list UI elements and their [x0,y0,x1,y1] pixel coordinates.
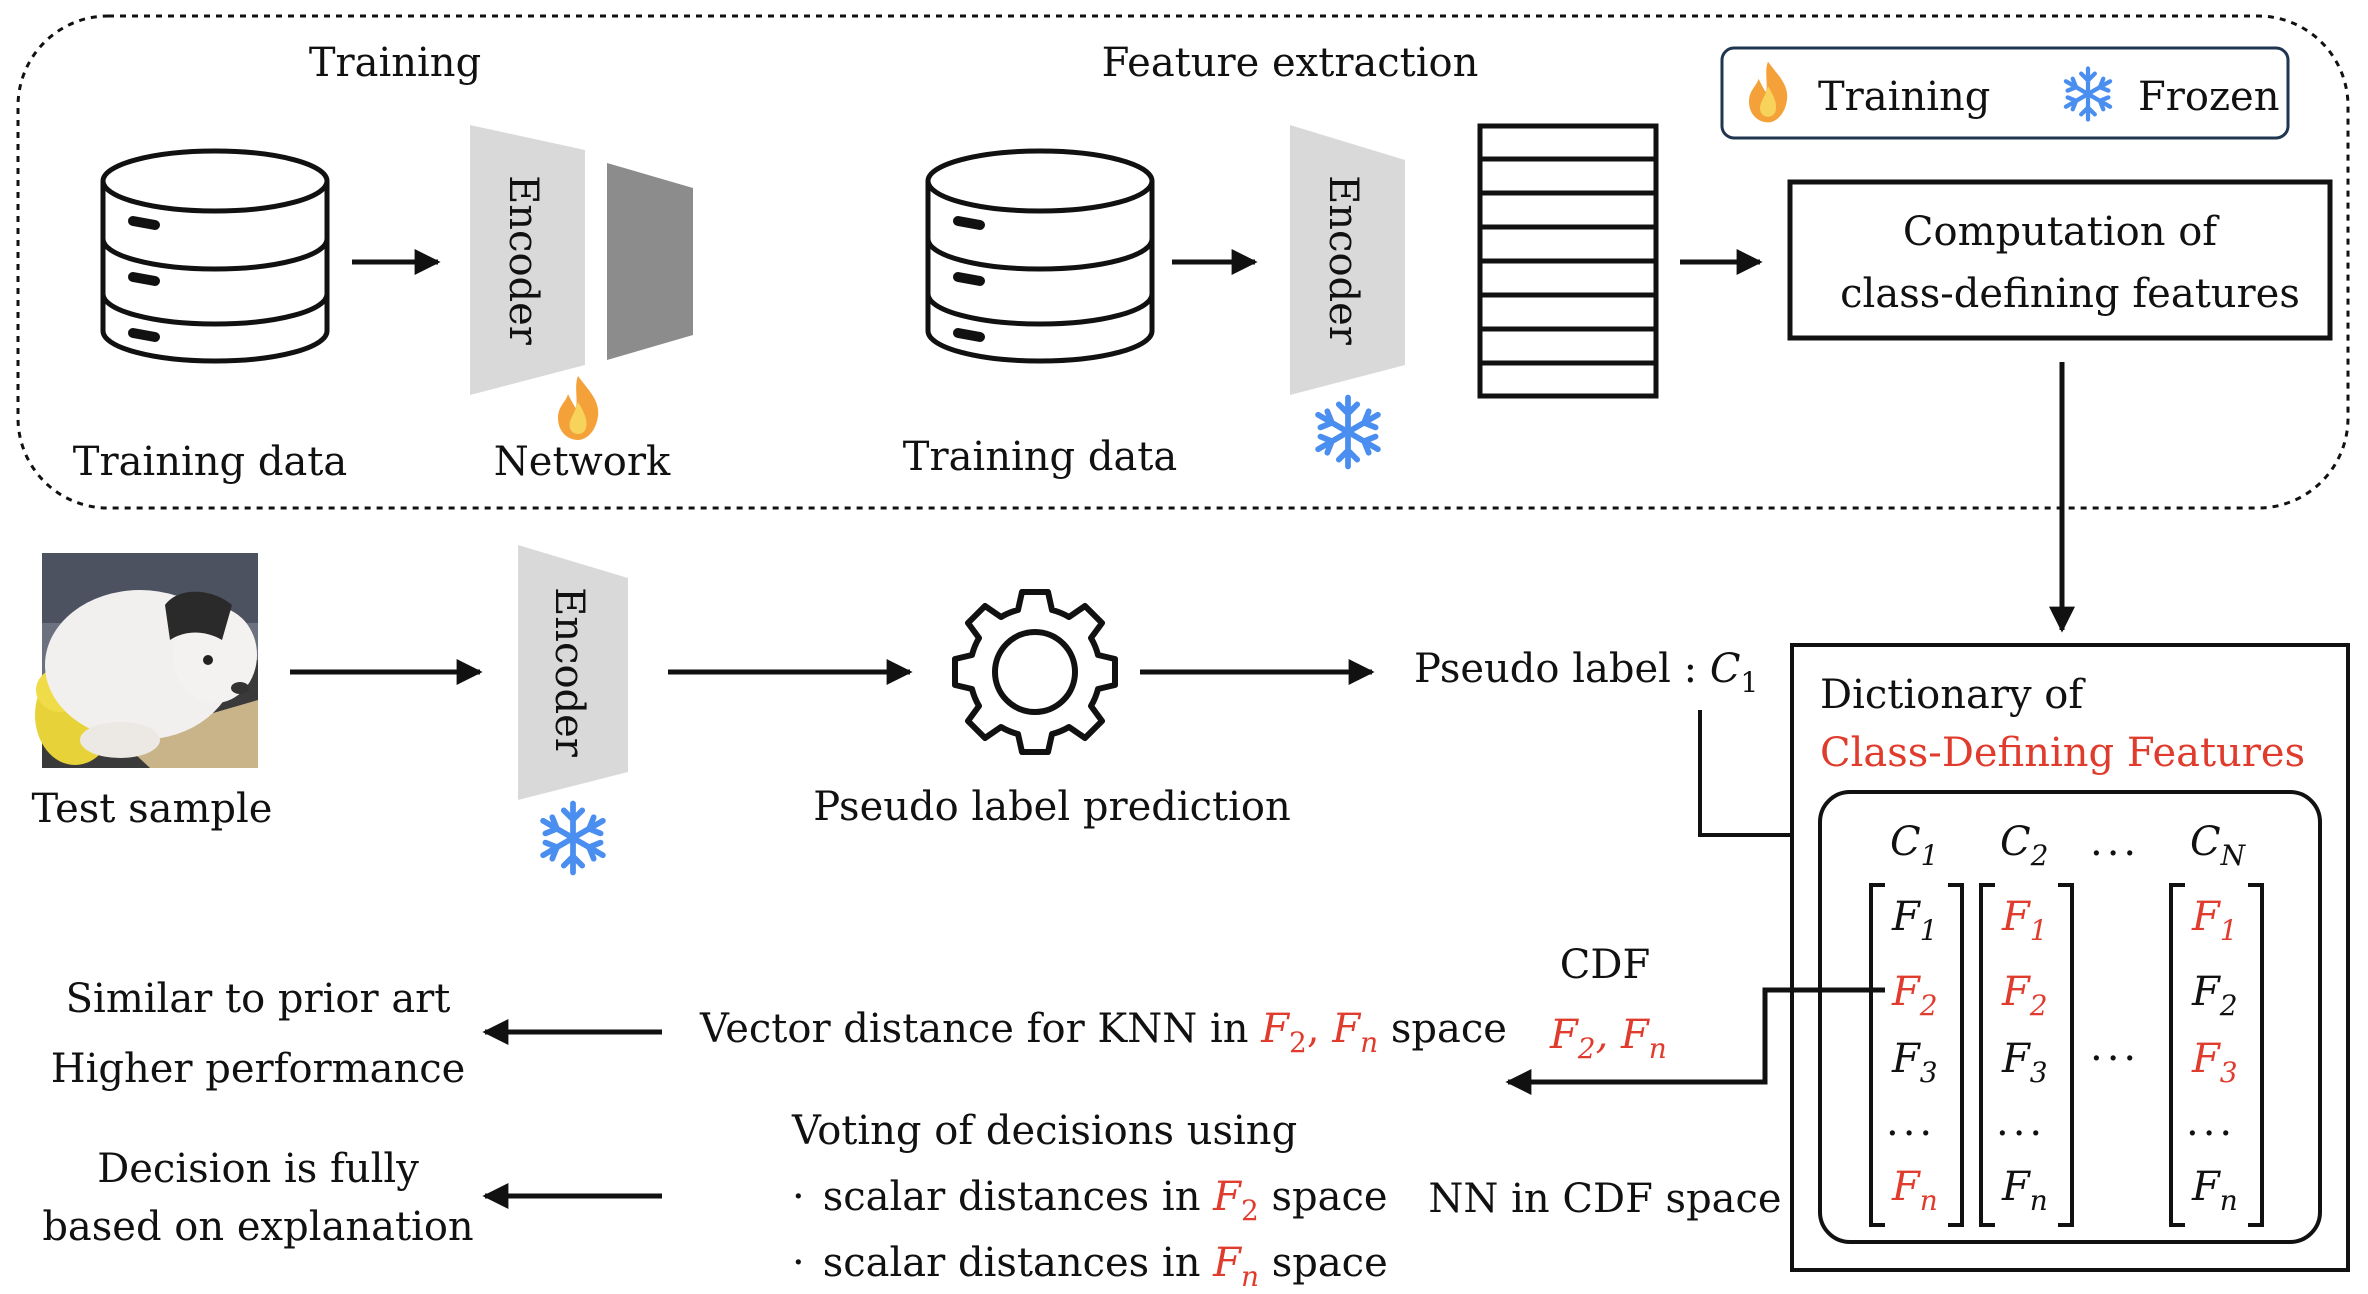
cdf-features-label: F2, Fn [1549,1012,1667,1065]
classifier-head-shape [607,163,693,360]
cn-f1: F1 [2191,894,2238,947]
feature-encoder-label: Encoder [1320,175,1366,346]
training-encoder-shape [470,125,585,395]
cn-dots: ... [2186,1099,2236,1145]
legend-frozen-label: Frozen [2138,74,2279,120]
cn-f2: F2 [2191,969,2238,1022]
higher-label: Higher performance [51,1046,466,1092]
test-encoder-shape [518,545,628,800]
c2-dots: ... [1996,1099,2046,1145]
network-label: Network [494,439,671,485]
training-region-border [16,14,2350,510]
computation-line1: Computation of [1903,209,2220,255]
legend-training-label: Training [1818,74,1990,120]
training-encoder-label: Encoder [500,175,546,346]
test-sample-label: Test sample [32,786,273,832]
pseudo-label-prediction-label: Pseudo label prediction [813,784,1291,830]
computation-box [1787,179,2333,341]
header-c2: C2 [2000,819,2048,872]
header-cn: CN [2190,819,2247,872]
c1-f1: F1 [1891,894,1938,947]
similar-label: Similar to prior art [66,976,451,1022]
c2-f1: F1 [2001,894,2048,947]
snowflake-icon [543,804,603,873]
voting-label: Voting of decisions using [791,1108,1297,1154]
c1-fn: Fn [1891,1164,1938,1217]
test-encoder-label: Encoder [546,587,592,758]
nn-cdf-label: NN in CDF space [1428,1176,1781,1222]
feature-vector-stack [1477,123,1659,399]
snowflake-icon [1318,398,1378,467]
c2-f2: F2 [2001,969,2048,1022]
feature-extraction-title: Feature extraction [1102,40,1479,86]
arrow-cdf-lookup [1505,987,1885,1095]
dictionary-inner-box [1818,790,2322,1244]
pseudo-label-text: Pseudo label : C1 [1414,646,1758,699]
dictionary-title-line1: Dictionary of [1820,672,2086,718]
header-dots: ... [2090,819,2140,865]
c1-dots: ... [1886,1099,1936,1145]
decision-line2: based on explanation [42,1204,473,1250]
dictionary-title-line2: Class-Defining Features [1820,730,2305,776]
database-icon [928,151,1152,361]
scalar-fn-item: ·scalar distances in Fn space [792,1240,1388,1293]
test-sample-image [35,553,258,768]
legend-box [1720,46,2290,140]
middle-dots: ... [2090,1024,2140,1070]
cn-f3: F3 [2191,1036,2238,1089]
c2-fn: Fn [2001,1164,2048,1217]
gear-icon [952,589,1118,755]
computation-line2: class-defining features [1840,271,2300,317]
cdf-label: CDF [1560,942,1650,988]
cn-fn: Fn [2191,1164,2238,1217]
database-icon [103,151,327,361]
matrix-brackets [1869,883,2264,1227]
training-data-label-1: Training data [73,439,347,485]
c1-f2: F2 [1891,969,1938,1022]
vector-distance-label: Vector distance for KNN in F2, Fn space [699,1006,1507,1059]
header-c1: C1 [1890,819,1938,872]
training-data-label-2: Training data [903,434,1177,480]
decision-line1: Decision is fully [97,1146,419,1192]
training-title: Training [309,40,481,86]
scalar-f2-item: ·scalar distances in F2 space [792,1174,1388,1227]
feature-encoder-shape [1290,125,1405,395]
flame-icon [558,376,599,440]
c1-f3: F3 [1891,1036,1938,1089]
c2-f3: F3 [2001,1036,2048,1089]
